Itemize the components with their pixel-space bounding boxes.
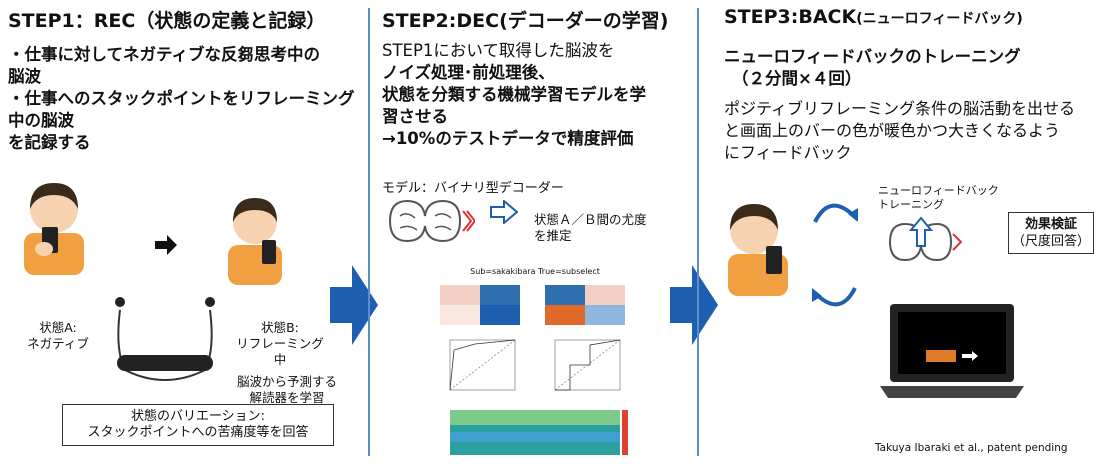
effect-line: （尺度回答）: [1011, 234, 1090, 249]
state-b-label: 状態B:: [261, 320, 299, 335]
variation-line: スタックポイントへの苦痛度等を回答: [87, 425, 309, 440]
step3-line: ポジティブリフレーミング条件の脳活動を出せる: [724, 99, 1076, 118]
step2-line: →10%のテストデータで精度評価: [382, 129, 634, 148]
estimate-line: 状態Ａ／Ｂ間の尤度: [534, 212, 647, 227]
arrow-right-icon: [330, 265, 378, 345]
step3-title: STEP3:BACK(ニューロフィードバック): [724, 6, 1023, 28]
earphones-icon: [115, 297, 215, 381]
step3-title-main: STEP3:BACK: [724, 6, 857, 28]
step2-title: STEP2:DEC(デコーダーの学習): [382, 6, 668, 33]
step3-line: にフィードバック: [724, 143, 852, 162]
predict-line: 解読器を学習: [249, 390, 325, 405]
estimate-text: 状態Ａ／Ｂ間の尤度 を推定: [534, 212, 647, 244]
step3-line: と画面上のバーの色が暖色かつ大きくなるよう: [724, 121, 1061, 140]
estimate-line: を推定: [534, 228, 572, 243]
state-a-caption: 状態A: ネガティブ: [18, 320, 98, 352]
step2-line: STEP1において取得した脳波を: [382, 41, 615, 60]
effect-line: 効果検証: [1024, 217, 1077, 232]
nf-training-label: ニューロフィードバック トレーニング: [878, 184, 999, 212]
step2-text: STEP1において取得した脳波を ノイズ処理･前処理後、 状態を分類する機械学習…: [382, 40, 682, 150]
results-fig-title: Sub=sakakibara True=subselect: [470, 267, 600, 276]
cycle-arrow-icon: [813, 203, 858, 223]
step1-title-main: STEP1：REC: [8, 10, 136, 32]
brain-icon: [888, 216, 963, 262]
laptop-icon: [880, 304, 1024, 398]
step3-heading-line: （２分間×４回）: [732, 69, 862, 88]
arrow-right-icon: [490, 200, 518, 224]
divider: [697, 8, 699, 456]
step2-line: 状態を分類する機械学習モデルを学: [382, 85, 646, 104]
step1-bullets: ・仕事に対してネガティブな反芻思考中の 脳波 ・仕事へのスタックポイントをリフレ…: [8, 44, 358, 154]
step2-line: 習させる: [382, 107, 448, 126]
person-phone-icon: [728, 204, 788, 296]
step3-heading: ニューロフィードバックのトレーニング （２分間×４回）: [724, 46, 1021, 90]
step2-title-sub: (デコーダーの学習): [499, 10, 669, 32]
cycle-arrow-icon: [812, 287, 857, 307]
step3-title-sub: (ニューロフィードバック): [856, 11, 1023, 27]
effect-box: 効果検証 （尺度回答）: [1008, 212, 1094, 254]
brain-icon: [388, 199, 475, 243]
person-phone-icon: [228, 198, 282, 285]
step2-title-main: STEP2:DEC: [382, 10, 500, 32]
arrow-right-icon: [670, 265, 718, 345]
variation-box: 状態のバリエーション: スタックポイントへの苦痛度等を回答: [62, 404, 334, 446]
step1-bullet-line: 中の脳波: [8, 111, 74, 130]
nf-line: トレーニング: [878, 198, 944, 211]
step1-bullet-line: ・仕事へのスタックポイントをリフレーミング: [8, 89, 355, 108]
divider: [368, 8, 370, 456]
step1-bullet-line: ・仕事に対してネガティブな反芻思考中の: [8, 45, 321, 64]
state-a-value: ネガティブ: [27, 336, 89, 351]
state-a-label: 状態A:: [39, 320, 77, 335]
variation-line: 状態のバリエーション:: [130, 409, 266, 424]
step2-line: ノイズ処理･前処理後、: [382, 63, 555, 82]
predict-caption: 脳波から予測する 解読器を学習: [228, 374, 346, 406]
person-phone-icon: [24, 183, 84, 275]
model-label: モデル：バイナリ型デコーダー: [382, 181, 564, 196]
state-b-value: リフレーミング中: [236, 336, 324, 367]
nf-line: ニューロフィードバック: [878, 184, 999, 197]
step1-bullet-line: 脳波: [8, 67, 41, 86]
step1-title: STEP1：REC（状態の定義と記録）: [8, 6, 325, 33]
step1-title-sub: （状態の定義と記録）: [135, 10, 326, 32]
state-b-caption: 状態B: リフレーミング中: [235, 320, 325, 368]
results-figure: [440, 285, 628, 455]
arrow-right-icon: [155, 235, 177, 255]
credit-text: Takuya Ibaraki et al., patent pending: [875, 442, 1068, 454]
step3-text: ポジティブリフレーミング条件の脳活動を出せる と画面上のバーの色が暖色かつ大きく…: [724, 98, 1094, 164]
step1-bullet-line: を記録する: [8, 133, 91, 152]
step3-heading-line: ニューロフィードバックのトレーニング: [724, 47, 1021, 66]
predict-line: 脳波から予測する: [236, 374, 337, 389]
